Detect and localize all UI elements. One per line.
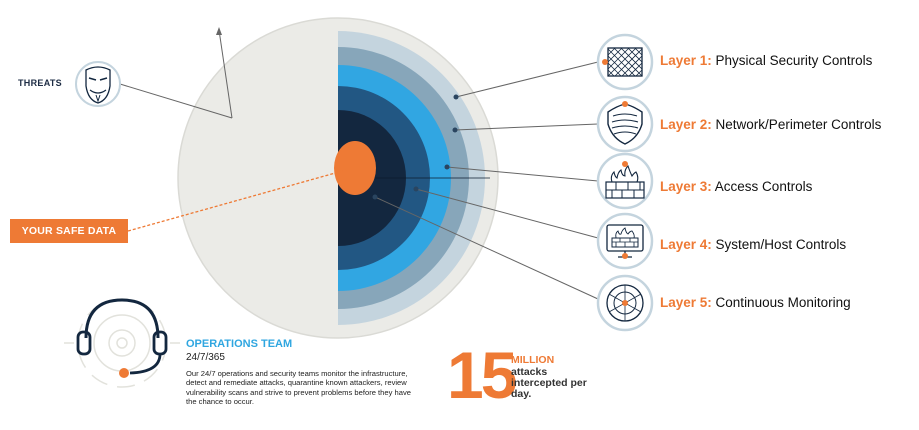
layer-2-name: Network/Perimeter Controls <box>715 117 882 132</box>
headset-icon <box>64 298 180 388</box>
layer-5-number: Layer 5: <box>660 295 712 310</box>
layer-1-name: Physical Security Controls <box>715 53 873 68</box>
layer-3-number: Layer 3: <box>660 179 712 194</box>
layer-3-name: Access Controls <box>714 179 813 194</box>
hacker-mask-icon <box>75 61 121 107</box>
attack-stat-number: 15 <box>447 338 517 412</box>
operations-hours: 24/7/365 <box>186 352 225 363</box>
layer-5-name: Continuous Monitoring <box>715 295 851 310</box>
layer-4-number: Layer 4: <box>660 237 712 252</box>
threat-connector <box>119 83 233 119</box>
layer-connectors <box>374 61 599 300</box>
layer-4-label: Layer 4: System/Host Controls <box>660 237 846 252</box>
attack-stat-unit: MILLION <box>511 354 555 366</box>
safe-data-label: YOUR SAFE DATA <box>10 219 128 243</box>
safe-data-core <box>334 141 376 195</box>
layer-2-label: Layer 2: Network/Perimeter Controls <box>660 117 881 132</box>
layer-1-number: Layer 1: <box>660 53 712 68</box>
grid-fence-icon <box>596 33 654 91</box>
threats-label: THREATS <box>18 78 62 88</box>
layer-4-name: System/Host Controls <box>715 237 847 252</box>
firewall-icon <box>596 152 654 210</box>
layer-2-number: Layer 2: <box>660 117 712 132</box>
threat-arrow <box>218 29 233 119</box>
radar-icon <box>596 274 654 332</box>
operations-description: Our 24/7 operations and security teams m… <box>186 369 411 407</box>
attack-stat-description: attacks intercepted per day. <box>511 366 587 400</box>
monitor-firewall-icon <box>596 212 654 270</box>
safe-data-connector <box>127 169 347 232</box>
shield-icon <box>596 95 654 153</box>
layer-3-label: Layer 3: Access Controls <box>660 179 812 194</box>
layer-1-label: Layer 1: Physical Security Controls <box>660 53 872 68</box>
layer-5-label: Layer 5: Continuous Monitoring <box>660 295 851 310</box>
operations-title: OPERATIONS TEAM <box>186 338 293 350</box>
